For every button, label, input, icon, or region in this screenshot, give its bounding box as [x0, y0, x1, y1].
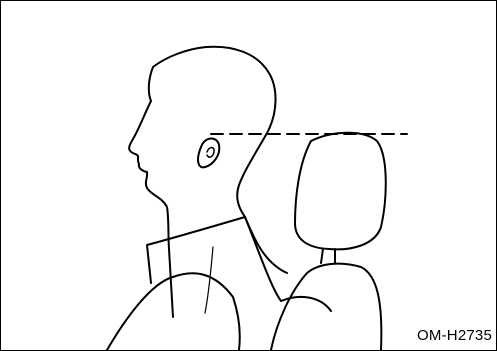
- headrest-outline: [295, 133, 386, 250]
- jacket-seam: [205, 247, 213, 313]
- ear-inner-detail: [207, 148, 214, 158]
- headrest-post-left: [321, 249, 323, 263]
- torso-edge: [245, 217, 331, 311]
- figure-reference-code: OM-H2735: [417, 327, 492, 344]
- ear-icon: [198, 138, 219, 167]
